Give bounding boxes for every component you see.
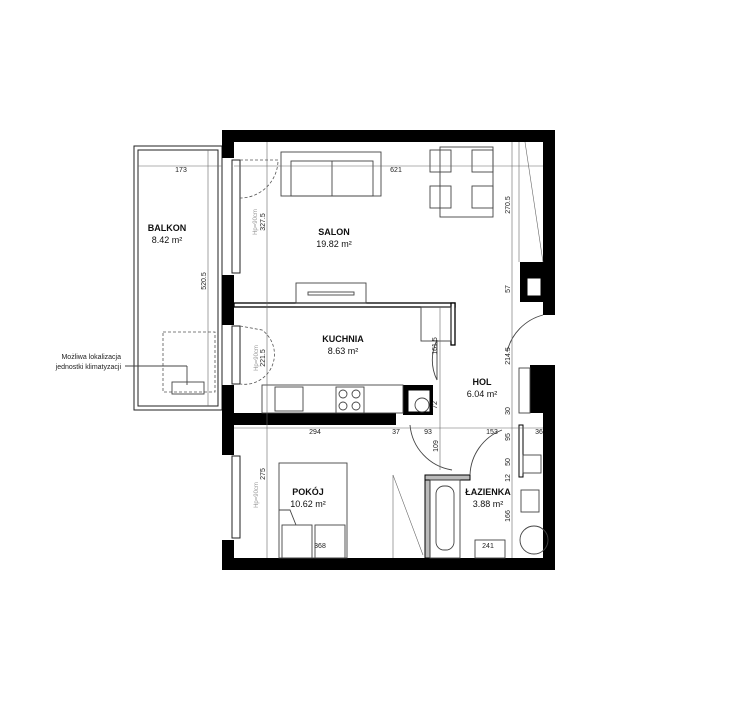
dim-label: 270.5 xyxy=(505,196,512,214)
room-area-lazienka: 3.88 m² xyxy=(473,499,504,509)
dim-label: 368 xyxy=(314,543,326,550)
dim-label: 214.5 xyxy=(505,347,512,365)
balcony xyxy=(133,145,223,411)
room-area-balkon: 8.42 m² xyxy=(152,235,183,245)
dim-label: 153 xyxy=(486,429,498,436)
room-name-lazienka: ŁAZIENKA xyxy=(465,487,511,497)
furniture xyxy=(261,141,549,559)
room-area-kuchnia: 8.63 m² xyxy=(328,346,359,356)
dim-label: 72 xyxy=(432,401,439,409)
room-name-kuchnia: KUCHNIA xyxy=(322,334,364,344)
dim-label: 294 xyxy=(309,429,321,436)
dim-label: 241 xyxy=(482,543,494,550)
room-name-hol: HOL xyxy=(473,377,493,387)
dim-label: 109 xyxy=(433,440,440,452)
annotation-line1: Możliwa lokalizacja xyxy=(61,354,121,361)
room-area-salon: 19.82 m² xyxy=(316,239,352,249)
dim-label: 30 xyxy=(505,407,512,415)
room-name-balkon: BALKON xyxy=(148,223,187,233)
room-area-hol: 6.04 m² xyxy=(467,389,498,399)
ac-annotation: Możliwa lokalizacja jednostki klimatyzac… xyxy=(55,354,188,385)
dim-label: 93 xyxy=(424,429,432,436)
room-name-salon: SALON xyxy=(318,227,350,237)
dim-label: 275 xyxy=(260,468,267,480)
dim-label: 173 xyxy=(175,167,187,174)
dim-label: 166 xyxy=(505,510,512,522)
dim-label: 50 xyxy=(505,458,512,466)
window-sill-note: Hp=90cm xyxy=(253,209,259,235)
window-sill-note: Hp=90cm xyxy=(254,345,260,371)
dim-label: 621 xyxy=(390,167,402,174)
dim-label: 221.5 xyxy=(260,349,267,367)
window-sill-note: Hp=90cm xyxy=(254,482,260,508)
dim-label: 520.5 xyxy=(201,272,208,290)
dim-label: 57 xyxy=(505,285,512,293)
walls xyxy=(222,130,555,570)
annotation-line2: jednostki klimatyzacji xyxy=(55,364,122,371)
dimension-labels: 173 621 270.5 327.5 520.5 57 161.5 221.5… xyxy=(175,167,543,550)
room-name-pokoj: POKÓJ xyxy=(292,486,324,497)
dim-label: 12 xyxy=(505,474,512,482)
dim-label: 36 xyxy=(535,429,543,436)
dimension-lines xyxy=(234,142,543,558)
dim-label: 327.5 xyxy=(260,213,267,231)
doors xyxy=(239,159,544,476)
dim-label: 95 xyxy=(505,433,512,441)
windows xyxy=(231,159,241,539)
room-area-pokoj: 10.62 m² xyxy=(290,499,326,509)
dim-label: 161.5 xyxy=(432,337,439,355)
dim-label: 37 xyxy=(392,429,400,436)
